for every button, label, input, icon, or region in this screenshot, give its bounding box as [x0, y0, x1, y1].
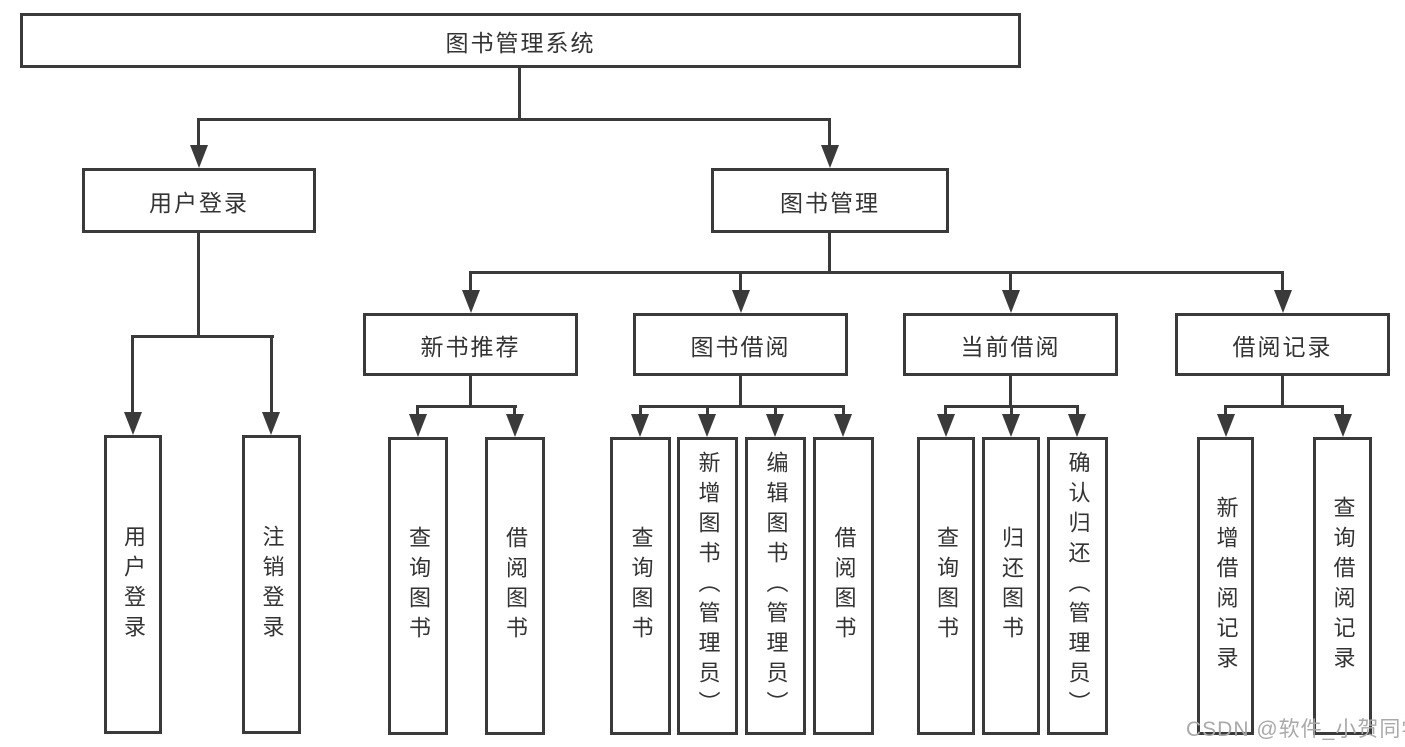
arrowhead-down-borrowing-records: [1274, 290, 1292, 313]
connector-drop-return-books: [1010, 405, 1013, 416]
node-borrow-books-rec: 借阅图书: [485, 437, 545, 735]
node-borrowing-records: 借阅记录: [1175, 313, 1390, 376]
connector-drop-book-borrowing: [739, 271, 742, 293]
node-borrowing-records-label: 借阅记录: [1232, 333, 1333, 360]
connector-borrow-records-rail: [1224, 405, 1344, 408]
node-add-books-admin-label: 新增图书（管理员）: [695, 451, 721, 721]
node-user-login-group-label: 用户登录: [149, 189, 249, 216]
node-borrow-books-borrow-label: 借阅图书: [831, 526, 857, 646]
connector-drop-add-borrow-record: [1224, 405, 1227, 416]
arrowhead-down-current-borrowing: [1002, 290, 1020, 313]
connector-drop-user-login: [131, 335, 134, 415]
node-confirm-return-admin: 确认归还（管理员）: [1047, 437, 1108, 735]
arrowhead-down-edit-books-admin: [766, 414, 784, 437]
connector-drop-edit-books-admin: [774, 405, 777, 416]
arrowhead-down-add-books-admin: [698, 414, 716, 437]
connector-book-borrow-stem: [739, 376, 742, 407]
node-add-borrow-record: 新增借阅记录: [1197, 437, 1254, 735]
arrowhead-down-logout: [262, 412, 280, 435]
connector-user-login-rail: [131, 335, 274, 338]
arrowhead-down-user-login-group: [190, 145, 208, 168]
node-add-books-admin: 新增图书（管理员）: [677, 437, 738, 735]
node-query-borrow-record-label: 查询借阅记录: [1330, 496, 1356, 676]
connector-drop-confirm-return-admin: [1076, 405, 1079, 416]
node-query-books-borrow-label: 查询图书: [628, 526, 654, 646]
node-query-books-rec: 查询图书: [388, 437, 448, 735]
connector-drop-user-login-group: [197, 118, 200, 146]
connector-drop-new-book-recommendation: [469, 271, 472, 293]
connector-user-login-stem: [197, 233, 200, 338]
node-user-login: 用户登录: [104, 435, 162, 734]
node-query-books-current-label: 查询图书: [934, 526, 959, 646]
node-new-book-recommendation-label: 新书推荐: [420, 333, 521, 360]
connector-drop-borrow-books-rec: [513, 405, 516, 416]
arrowhead-down-return-books: [1002, 414, 1020, 437]
arrowhead-down-query-books-borrow: [631, 414, 649, 437]
node-return-books-label: 归还图书: [999, 526, 1024, 646]
connector-drop-query-books-rec: [416, 405, 419, 416]
arrowhead-down-book-borrowing: [732, 290, 750, 313]
node-current-borrowing: 当前借阅: [903, 313, 1118, 376]
arrowhead-down-query-books-current: [937, 414, 955, 437]
node-new-book-recommendation: 新书推荐: [363, 313, 578, 376]
connector-root-rail: [197, 118, 831, 121]
connector-root-stem: [518, 68, 521, 120]
node-add-borrow-record-label: 新增借阅记录: [1213, 496, 1239, 676]
node-return-books: 归还图书: [982, 437, 1040, 735]
connector-drop-current-borrowing: [1009, 271, 1012, 293]
node-logout-login: 注销登录: [242, 435, 301, 734]
connector-drop-logout: [270, 335, 273, 415]
node-query-books-borrow: 查询图书: [610, 437, 671, 735]
node-user-login-group: 用户登录: [82, 168, 316, 233]
connector-drop-add-books-admin: [706, 405, 709, 416]
connector-drop-borrowing-records: [1281, 271, 1284, 293]
arrowhead-down-book-management: [821, 145, 839, 168]
connector-drop-book-management: [828, 118, 831, 146]
node-borrow-books-rec-label: 借阅图书: [503, 526, 528, 646]
node-query-borrow-record: 查询借阅记录: [1313, 437, 1372, 735]
arrowhead-down-borrow-books-rec: [506, 414, 524, 437]
node-book-borrowing-label: 图书借阅: [690, 333, 791, 360]
arrowhead-down-query-books-rec: [409, 414, 427, 437]
node-library-management-system-label: 图书管理系统: [445, 29, 596, 56]
connector-book-borrow-rail: [639, 405, 845, 408]
node-query-books-rec-label: 查询图书: [406, 526, 431, 646]
node-book-management-label: 图书管理: [780, 189, 880, 216]
arrowhead-down-new-book-recommendation: [462, 290, 480, 313]
node-book-management: 图书管理: [711, 168, 949, 233]
node-current-borrowing-label: 当前借阅: [960, 333, 1061, 360]
connector-drop-borrow-books-borrow: [842, 405, 845, 416]
arrowhead-down-confirm-return-admin: [1068, 414, 1086, 437]
watermark: CSDN @软件_小贺同学: [1186, 718, 1405, 741]
connector-drop-query-books-current: [944, 405, 947, 416]
arrowhead-down-user-login: [124, 412, 142, 435]
connector-new-book-stem: [469, 376, 472, 407]
connector-current-borrow-stem: [1009, 376, 1012, 407]
connector-drop-query-borrow-record: [1341, 405, 1344, 416]
node-edit-books-admin: 编辑图书（管理员）: [745, 437, 806, 735]
connector-book-mgmt-rail: [469, 271, 1283, 274]
arrowhead-down-query-borrow-record: [1334, 414, 1352, 437]
arrowhead-down-borrow-books-borrow: [834, 414, 852, 437]
node-logout-login-label: 注销登录: [259, 524, 285, 645]
node-query-books-current: 查询图书: [917, 437, 975, 735]
connector-book-mgmt-stem: [828, 233, 831, 274]
node-book-borrowing: 图书借阅: [633, 313, 848, 376]
node-confirm-return-admin-label: 确认归还（管理员）: [1065, 451, 1091, 721]
connector-new-book-rail: [416, 405, 517, 408]
arrowhead-down-add-borrow-record: [1217, 414, 1235, 437]
connector-drop-query-books-borrow: [639, 405, 642, 416]
node-borrow-books-borrow: 借阅图书: [813, 437, 874, 735]
connector-borrow-records-stem: [1281, 376, 1284, 407]
node-user-login-label: 用户登录: [121, 524, 146, 645]
node-library-management-system: 图书管理系统: [20, 13, 1021, 68]
node-edit-books-admin-label: 编辑图书（管理员）: [763, 451, 789, 721]
